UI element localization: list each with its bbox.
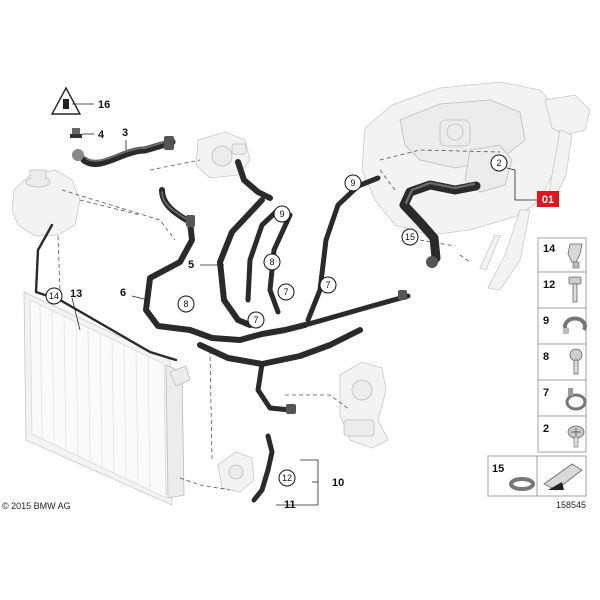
copyright-text: © 2015 BMW AG xyxy=(2,501,71,511)
parts-list-item-8: 8 xyxy=(537,343,587,381)
callout-4: 4 xyxy=(98,129,105,141)
svg-text:2: 2 xyxy=(543,423,549,435)
svg-text:15: 15 xyxy=(492,463,504,475)
assembly-dashed-lines xyxy=(57,149,501,491)
svg-text:12: 12 xyxy=(543,279,555,291)
parts-list-item-14: 14 xyxy=(537,237,587,273)
callout-16: 16 xyxy=(98,99,110,111)
callout-10: 10 xyxy=(332,477,344,489)
callout-5: 5 xyxy=(188,259,194,271)
arrow-icon xyxy=(543,463,583,491)
circled-7-mid: 7 xyxy=(277,283,295,301)
svg-text:7: 7 xyxy=(283,287,288,297)
spring-clamp-icon xyxy=(565,388,587,411)
svg-text:8: 8 xyxy=(543,351,549,363)
clip-icon xyxy=(567,243,583,269)
warning-label-icon xyxy=(50,86,82,115)
svg-text:9: 9 xyxy=(350,178,355,188)
callout-11: 11 xyxy=(284,499,296,511)
parts-list-item-7: 7 xyxy=(537,379,587,417)
circled-8-mid: 8 xyxy=(263,253,281,271)
bleed-screw-icon xyxy=(70,128,82,138)
expansion-tank xyxy=(11,169,81,237)
circled-7-right: 7 xyxy=(319,276,337,294)
svg-text:7: 7 xyxy=(253,315,258,325)
svg-text:01: 01 xyxy=(542,194,554,206)
circled-14: 14 xyxy=(45,287,63,305)
circled-15: 15 xyxy=(401,228,419,246)
circled-7-left: 7 xyxy=(247,311,265,329)
hose-clamp-icon xyxy=(563,316,587,334)
electric-pump xyxy=(217,451,255,493)
diagram-number: 158545 xyxy=(556,500,586,510)
svg-text:8: 8 xyxy=(269,257,274,267)
radiator xyxy=(23,291,191,506)
svg-text:9: 9 xyxy=(543,315,549,327)
screw-icon xyxy=(569,348,583,375)
parts-list-item-15: 15 xyxy=(487,455,587,497)
svg-text:8: 8 xyxy=(183,299,188,309)
svg-text:2: 2 xyxy=(496,158,501,168)
svg-text:14: 14 xyxy=(49,291,59,301)
highlight-part-01: 01 xyxy=(537,191,559,207)
callout-3: 3 xyxy=(122,127,128,139)
parts-list-item-9: 9 xyxy=(537,307,587,345)
callout-6: 6 xyxy=(120,287,126,299)
svg-text:7: 7 xyxy=(325,280,330,290)
band-clamp-icon xyxy=(509,477,535,491)
svg-text:14: 14 xyxy=(543,243,556,255)
auxiliary-water-pump xyxy=(339,361,389,449)
circled-12: 12 xyxy=(278,469,296,487)
svg-text:9: 9 xyxy=(279,209,284,219)
bolt-icon xyxy=(568,276,582,303)
parts-list-item-12: 12 xyxy=(537,271,587,309)
leader-lines xyxy=(71,103,538,506)
circled-callouts: 14 8 8 7 7 7 9 9 2 15 12 xyxy=(45,154,508,487)
parts-list-item-2: 2 xyxy=(537,415,587,453)
circled-2: 2 xyxy=(490,154,508,172)
parts-list: 14 12 9 8 xyxy=(487,237,587,497)
pan-screw-icon xyxy=(567,425,585,448)
circled-9-left: 9 xyxy=(273,205,291,223)
svg-text:15: 15 xyxy=(405,232,415,242)
circled-8-left: 8 xyxy=(177,295,195,313)
svg-text:12: 12 xyxy=(282,473,292,483)
callout-labels: 16 4 3 13 6 5 10 11 xyxy=(70,99,344,511)
svg-text:7: 7 xyxy=(543,387,549,399)
callout-13: 13 xyxy=(70,288,82,300)
circled-9-right: 9 xyxy=(344,174,362,192)
